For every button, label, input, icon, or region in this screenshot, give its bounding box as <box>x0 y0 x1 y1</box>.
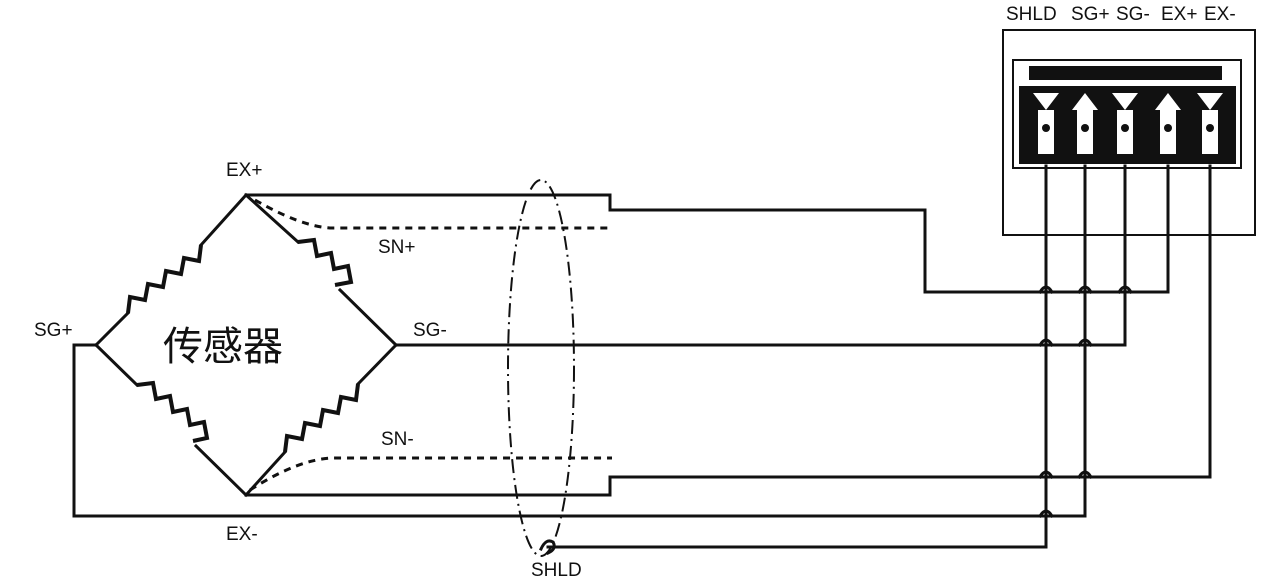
hop-shld-sg-minus <box>1037 338 1055 348</box>
terminal-pin-cells <box>1033 93 1223 154</box>
node-label-sg-plus: SG+ <box>34 320 73 341</box>
resistor-bottom-left <box>136 380 210 443</box>
terminal-pin-labels: SHLD SG+ SG- EX+ EX- <box>1006 4 1236 25</box>
pin-label-ex-plus: EX+ <box>1161 4 1197 25</box>
cable-shield-outline <box>507 179 575 557</box>
arm-bottom-right-a <box>355 342 399 387</box>
hop-sgplus-ex-plus <box>1076 285 1094 295</box>
arm-top-right-a <box>243 192 301 245</box>
resistor-top-right <box>297 237 354 287</box>
terminal-pin-ex-minus <box>1197 93 1223 154</box>
terminal-pin-arrow-icon <box>1155 93 1181 110</box>
sense-label-sn-plus: SN+ <box>378 237 416 258</box>
wire-ex-plus <box>244 164 1170 294</box>
wire-shld <box>546 164 1048 549</box>
terminal-screw-icon <box>1042 124 1050 132</box>
hop-shld-ex-minus <box>1037 470 1055 480</box>
terminal-pin-ex-plus <box>1155 93 1181 154</box>
sensor-label: 传感器 <box>163 324 283 370</box>
terminal-screw-icon <box>1121 124 1129 132</box>
pin-label-sg-plus: SG+ <box>1071 4 1110 25</box>
hop-sgplus-sg-minus <box>1076 338 1094 348</box>
terminal-pin-arrow-icon <box>1072 93 1098 110</box>
shield-label: SHLD <box>531 560 582 581</box>
node-label-ex-plus: EX+ <box>226 160 262 181</box>
wires <box>72 164 1212 549</box>
pin-label-ex-minus: EX- <box>1204 4 1236 25</box>
wire-ex-minus <box>244 164 1212 497</box>
wire-sn-minus <box>249 456 612 492</box>
wire-sg-plus <box>72 164 1087 518</box>
sensor-bridge: 传感器 <box>93 192 399 498</box>
hop-shld-sg-plus <box>1037 509 1055 519</box>
terminal-screw-icon <box>1081 124 1089 132</box>
hop-sgminus-ex-plus <box>1116 285 1134 295</box>
wire-sn-plus <box>254 198 612 230</box>
terminal-pin-arrow-icon <box>1112 93 1138 110</box>
pin-label-sg-minus: SG- <box>1116 4 1150 25</box>
terminal-block <box>1002 29 1256 236</box>
resistor-top-left <box>126 244 203 314</box>
terminal-pin-sg-plus <box>1072 93 1098 154</box>
terminal-pin-shld <box>1033 93 1059 154</box>
hop-shld-ex-plus <box>1037 285 1055 295</box>
arm-bottom-left-b <box>193 443 249 498</box>
node-label-ex-minus: EX- <box>226 524 258 545</box>
terminal-pin-arrow-icon <box>1197 93 1223 110</box>
sense-label-sn-minus: SN- <box>381 429 414 450</box>
terminal-block-top-bar <box>1029 66 1222 80</box>
wire-crossings <box>1037 285 1134 519</box>
terminal-pin-sg-minus <box>1112 93 1138 154</box>
resistor-bottom-right <box>283 383 360 453</box>
shield-drain-loop <box>539 539 556 555</box>
hop-sgplus-ex-minus <box>1076 470 1094 480</box>
arm-top-left-b <box>198 192 249 248</box>
terminal-screw-icon <box>1206 124 1214 132</box>
pin-label-shld: SHLD <box>1006 4 1057 25</box>
wire-sg-minus <box>394 164 1127 347</box>
arm-bottom-left-a <box>93 342 140 388</box>
node-label-sg-minus: SG- <box>413 320 447 341</box>
terminal-pin-arrow-icon <box>1033 93 1059 110</box>
arm-top-right-b <box>337 287 399 348</box>
terminal-screw-icon <box>1164 124 1172 132</box>
arm-top-left-a <box>93 310 131 348</box>
